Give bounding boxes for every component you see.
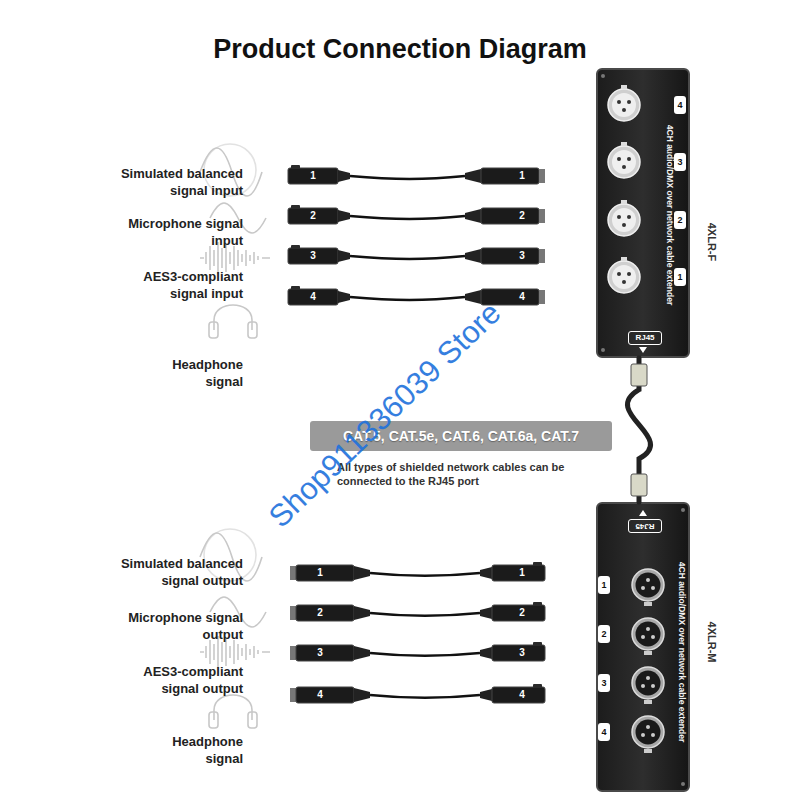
signal-label: Microphone signal output (105, 609, 243, 643)
signal-label: Simulated balanced signal output (105, 555, 243, 589)
model-label: 4XLR-F (705, 182, 719, 302)
device-label: 4CH audio/DMX over network cable extende… (676, 527, 688, 777)
channel-number: 2 (510, 209, 534, 223)
channel-number: 4 (308, 688, 332, 702)
signal-label: Microphone signal input (105, 215, 243, 249)
channel-number: 4 (301, 290, 325, 304)
device-label: 4CH audio/DMX over network cable extende… (664, 90, 676, 340)
cable-types: CAT.5, CAT.5e, CAT.6, CAT.6a, CAT.7 (311, 421, 611, 451)
signal-label: Headphone signal (163, 356, 243, 390)
channel-number: 3 (308, 646, 332, 660)
note-text: All types of shielded network cables can… (337, 460, 587, 488)
signal-label: Simulated balanced signal input (105, 165, 243, 199)
port-label: RJ45 (628, 331, 662, 345)
diagram-title: Product Connection Diagram (0, 34, 800, 65)
extender-device: RJ45 4CH audio/DMX over network cable ext… (596, 502, 690, 792)
channel-number: 3 (510, 646, 534, 660)
channel-number: 2 (308, 606, 332, 620)
network-cable (627, 358, 650, 502)
signal-label: Headphone signal (163, 733, 243, 767)
signal-label: AES3-compliant signal input (125, 268, 243, 302)
channel-number: 3 (510, 249, 534, 263)
channel-number: 2 (301, 209, 325, 223)
channel-number: 1 (308, 566, 332, 580)
channel-number: 3 (301, 249, 325, 263)
channel-number: 4 (510, 290, 534, 304)
rj45-plug (631, 474, 647, 496)
channel-number: 4 (510, 688, 534, 702)
watermark: Shop911336039 Store (220, 255, 550, 576)
channel-number: 1 (510, 566, 534, 580)
channel-number: 1 (510, 169, 534, 183)
channel-number: 1 (301, 169, 325, 183)
model-label: 4XLR-M (705, 582, 719, 702)
port-label: RJ45 (628, 519, 662, 533)
signal-label: AES3-compliant signal output (125, 663, 243, 697)
extender-device: 4CH audio/DMX over network cable extende… (596, 68, 690, 358)
signal-icons (200, 144, 270, 728)
cable-type-box: CAT.5, CAT.5e, CAT.6, CAT.6a, CAT.7 (310, 421, 612, 451)
rj45-plug (631, 364, 647, 386)
channel-number: 2 (510, 606, 534, 620)
